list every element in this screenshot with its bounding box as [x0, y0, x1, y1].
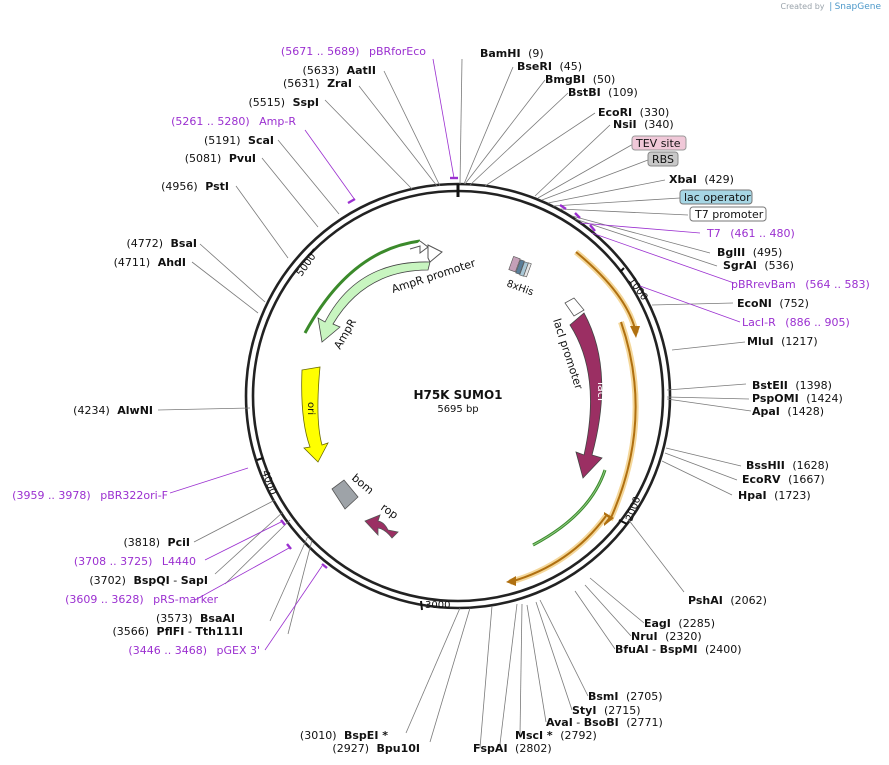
green-feature-highlight: [532, 469, 606, 546]
site-eagi: EagI (2285): [644, 617, 715, 630]
primer-pbrrevbam: pBRrevBam (564 .. 583): [731, 278, 870, 291]
site-bsaai: (3573) BsaAI: [156, 612, 235, 625]
site-sgrai: SgrAI (536): [723, 259, 794, 272]
site-bseri: BseRI (45): [517, 60, 582, 73]
site-pcii: (3818) PciI: [123, 536, 190, 549]
orange-arrow-2-icon: [604, 512, 614, 526]
bom-feature: [331, 479, 359, 510]
orange-feature-arcs: [506, 249, 640, 586]
snapgene-logo-icon: ❘: [827, 2, 835, 12]
tick-1000: 1000: [626, 276, 650, 303]
site-avai-bsobi: AvaI - BsoBI (2771): [546, 716, 663, 729]
site-apai: ApaI (1428): [752, 405, 824, 418]
site-pflfi-tth111i: (3566) PflFI - Tth111I: [112, 625, 243, 638]
site-zrai: (5631) ZraI: [283, 77, 352, 90]
svg-text:lac operator: lac operator: [684, 191, 751, 204]
site-leader-lines: [157, 58, 752, 749]
primer-laci-r: LacI-R (886 .. 905): [742, 316, 850, 329]
site-bsmi: BsmI (2705): [588, 690, 663, 703]
primer-pbrforeco: (5671 .. 5689) pBRforEco: [281, 45, 426, 58]
site-aatii: (5633) AatII: [303, 64, 376, 77]
site-bfuai-bspmi: BfuAI - BspMI (2400): [615, 643, 742, 656]
svg-text:T7 promoter: T7 promoter: [694, 208, 764, 221]
site-pshai: PshAI (2062): [688, 594, 767, 607]
site-msci: MscI * (2792): [515, 729, 597, 742]
primer-pgex-3: (3446 .. 3468) pGEX 3': [128, 644, 260, 657]
site-xbai: XbaI (429): [669, 173, 734, 186]
site-scai: (5191) ScaI: [204, 134, 274, 147]
site-bspqi-sapi: (3702) BspQI - SapI: [89, 574, 208, 587]
tick-2000: 2000: [624, 495, 643, 523]
tick-4000: 4000: [259, 469, 278, 497]
feature-tag-lac-operator: lac operator: [679, 189, 753, 205]
site-ecorv: EcoRV (1667): [742, 473, 825, 486]
site-bglii: BglII (495): [717, 246, 782, 259]
ampr-promoter-feature: [303, 239, 443, 334]
primer-leader-lines: [169, 58, 741, 651]
site-bspei: (3010) BspEI *: [300, 729, 388, 742]
tick-3000: 3000: [425, 600, 450, 611]
site-pvui: (5081) PvuI: [185, 152, 256, 165]
site-ahdi: (4711) AhdI: [114, 256, 186, 269]
ori-label: ori: [305, 402, 316, 415]
snapgene-watermark: Created by ❘SnapGene: [780, 2, 881, 12]
orange-arrow-1-icon: [630, 326, 640, 338]
site-bsteii: BstEII (1398): [752, 379, 832, 392]
site-psti: (4956) PstI: [161, 180, 229, 193]
ampr-promoter-label: AmpR promoter: [390, 256, 478, 296]
laci-feature: [569, 312, 603, 479]
rop-feature: [364, 514, 399, 539]
site-mlui: MluI (1217): [747, 335, 818, 348]
site-sspi: (5515) SspI: [248, 96, 319, 109]
site-bamhi: BamHI (9): [480, 47, 544, 60]
feature-tag-rbs: RBS: [647, 151, 679, 167]
site-nrui: NruI (2320): [631, 630, 702, 643]
ampr-feature: [317, 261, 431, 343]
site-nsii: NsiI (340): [613, 118, 674, 131]
watermark-brand: SnapGene: [834, 2, 881, 12]
site-bstbi: BstBI (109): [568, 86, 638, 99]
site-bmgbi: BmgBI (50): [545, 73, 615, 86]
site-ecori: EcoRI (330): [598, 106, 669, 119]
his-tag-feature: [508, 256, 532, 278]
primer-t7: T7 (461 .. 480): [706, 227, 795, 240]
laci-label: lacI: [595, 382, 608, 401]
rop-label: rop: [378, 501, 400, 522]
ampr-label: AmpR: [331, 316, 359, 351]
plasmid-name: H75K SUMO1: [413, 388, 502, 402]
feature-tag-tev-site: TEV site: [631, 135, 687, 151]
site-alwni: (4234) AlwNI: [73, 404, 153, 417]
orange-arrow-3-icon: [506, 576, 516, 586]
feature-tag-t7-promoter: T7 promoter: [689, 206, 767, 222]
laci-promoter-feature: [564, 297, 585, 317]
site-bsshii: BssHII (1628): [746, 459, 829, 472]
plasmid-size: 5695 bp: [437, 404, 478, 415]
watermark-prefix: Created by: [780, 2, 825, 11]
site-labels: BamHI (9) BseRI (45) BmgBI (50) BstBI (1…: [12, 45, 870, 755]
primer-marks: [280, 176, 596, 569]
svg-text:RBS: RBS: [652, 153, 674, 166]
backbone: [244, 182, 672, 610]
primer-l4440: (3708 .. 3725) L4440: [74, 555, 196, 568]
site-styi: StyI (2715): [572, 704, 641, 717]
primer-pbr322ori-f: (3959 .. 3978) pBR322ori-F: [12, 489, 168, 502]
primer-prs-marker: (3609 .. 3628) pRS-marker: [65, 593, 218, 606]
svg-text:TEV site: TEV site: [635, 137, 681, 150]
site-hpai: HpaI (1723): [738, 489, 811, 502]
site-bpu10i: (2927) Bpu10I: [332, 742, 420, 755]
his-tag-label: 8xHis: [505, 278, 535, 298]
ori-feature: [301, 366, 329, 463]
site-econi: EcoNI (752): [737, 297, 809, 310]
site-bsai: (4772) BsaI: [126, 237, 197, 250]
site-pspomi: PspOMI (1424): [752, 392, 843, 405]
primer-amp-r: (5261 .. 5280) Amp-R: [171, 115, 296, 128]
site-fspai: FspAI (2802): [473, 742, 552, 755]
